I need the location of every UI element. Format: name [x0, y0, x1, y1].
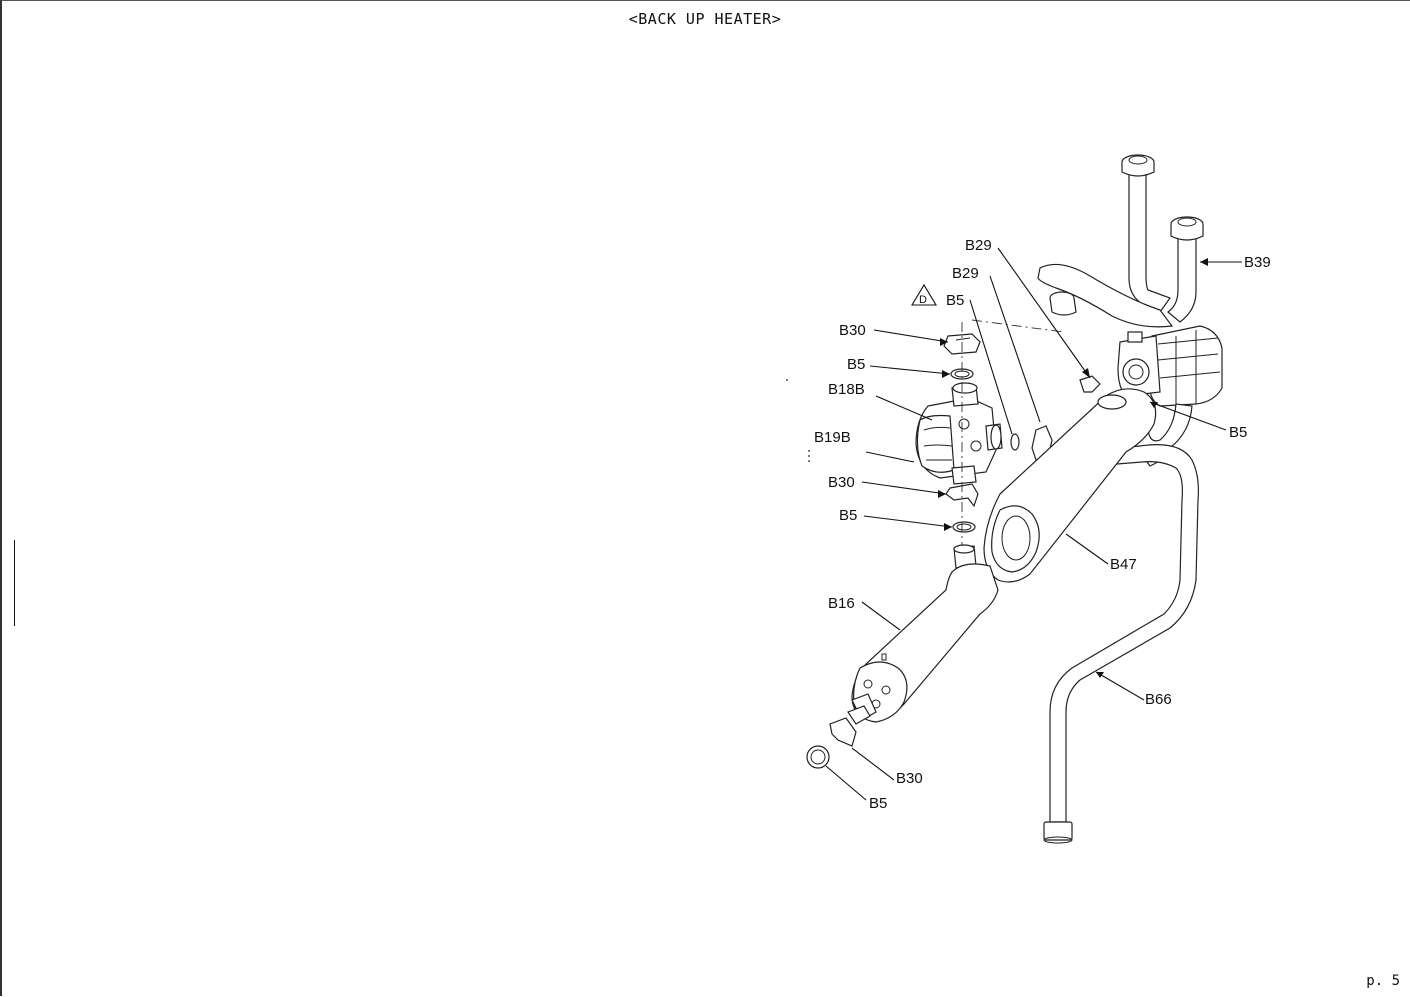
label-b18b: B18B — [828, 381, 865, 398]
label-b5-bottom: B5 — [869, 795, 887, 812]
label-b30-top: B30 — [839, 322, 866, 339]
oring-b5-bottom — [806, 745, 830, 769]
label-b29-top: B29 — [965, 237, 992, 254]
label-b16: B16 — [828, 595, 855, 612]
label-b19b: B19B — [814, 429, 851, 446]
margin-mark — [14, 540, 15, 626]
label-b5-middle: B5 — [839, 507, 857, 524]
label-b66: B66 — [1145, 691, 1172, 708]
valve-body-b18b — [915, 382, 1003, 485]
page-number: p. 5 — [1366, 973, 1400, 989]
pipe-b66 — [1043, 444, 1199, 844]
label-b5-right: B5 — [1229, 424, 1247, 441]
insulation-b47 — [983, 388, 1157, 583]
clip-b30-middle — [945, 483, 979, 508]
label-b47: B47 — [1110, 556, 1137, 573]
label-b30-bottom: B30 — [896, 770, 923, 787]
warning-mark-label: D — [919, 294, 927, 306]
page-title: <BACK UP HEATER> — [628, 10, 782, 28]
label-b30-middle: B30 — [828, 474, 855, 491]
label-b29-second: B29 — [952, 265, 979, 282]
pipe-assembly-b39 — [1037, 154, 1223, 467]
clip-b30-bottom — [829, 717, 857, 747]
warning-triangle-icon: D — [911, 283, 937, 306]
label-b39: B39 — [1244, 254, 1271, 271]
heater-b16 — [847, 544, 999, 725]
oring-b5-middle — [952, 521, 976, 533]
assembly-axis-line-upper — [971, 319, 1065, 333]
label-b5-second: B5 — [847, 356, 865, 373]
leader-lines — [825, 247, 1242, 801]
label-b5-top: B5 — [946, 292, 964, 309]
